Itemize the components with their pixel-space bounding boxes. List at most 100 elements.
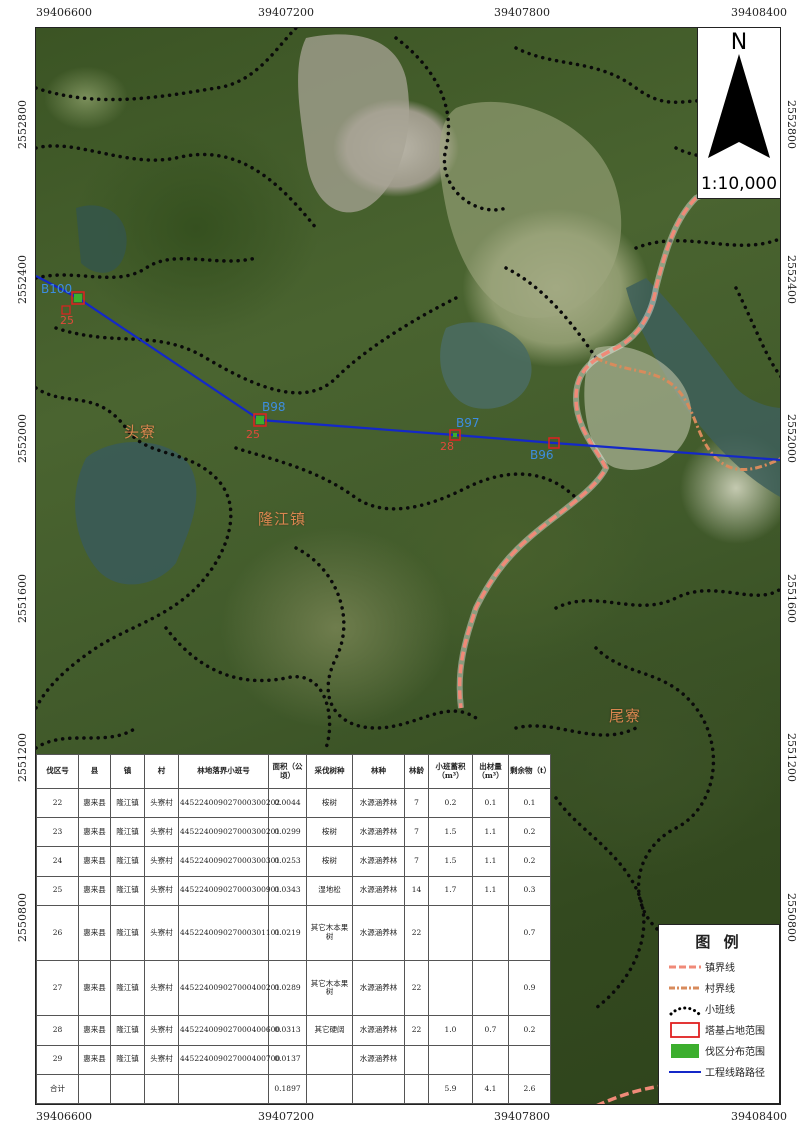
coord-right-2: 2552400 (785, 255, 798, 304)
town-boundary-line-icon (669, 965, 701, 968)
tower-num-b97: 28 (440, 440, 454, 453)
map-frame[interactable]: B100 25 B98 25 B97 28 B96 头寮 隆江镇 尾寮 N 1:… (35, 27, 781, 1105)
place-longjiang: 隆江镇 (258, 510, 307, 528)
table-cell: 0.2 (428, 787, 473, 819)
table-cell: 7 (404, 787, 429, 819)
table-cell: 0.0343 (268, 875, 307, 906)
table-cell: 头寮村 (144, 1044, 179, 1075)
table-cell: 头寮村 (144, 846, 179, 877)
reservoir-left (75, 441, 197, 585)
table-cell: 惠来县 (78, 875, 111, 906)
table-cell: 水源涵养林 (352, 960, 405, 1017)
coord-left-4: 2551600 (16, 574, 29, 623)
coord-bottom-1: 39406600 (36, 1110, 92, 1123)
table-cell: 水源涵养林 (352, 846, 405, 877)
table-cell: 隆江镇 (110, 875, 145, 906)
legend-item-subcompartment: 小班线 (659, 998, 779, 1019)
table-cell: 水源涵养林 (352, 875, 405, 906)
table-cell: 隆江镇 (110, 1044, 145, 1075)
coord-right-4: 2551600 (785, 574, 798, 623)
table-cell: 7 (404, 817, 429, 848)
table-cell: 22 (404, 1015, 429, 1046)
table-cell: 445224009027000300301 (178, 846, 280, 877)
village-boundary-line-icon (669, 986, 701, 989)
coord-left-3: 2552000 (16, 414, 29, 463)
table-cell: 445224009027000300201 (178, 817, 280, 848)
table-cell: 445224009027000300901 (178, 875, 280, 906)
table-cell (508, 1044, 551, 1075)
table-cell: 0.0289 (268, 960, 307, 1017)
table-cell (352, 1073, 405, 1104)
table-cell: 惠来县 (78, 1015, 111, 1046)
table-cell: 头寮村 (144, 787, 179, 819)
table-cell: 惠来县 (78, 960, 111, 1017)
table-cell: 0.7 (472, 1015, 509, 1046)
tower-b100 (61, 291, 85, 315)
tower-label-b98: B98 (262, 400, 286, 414)
table-cell: 桉树 (306, 846, 353, 877)
table-cell: 0.2 (508, 1015, 551, 1046)
farmland-right (584, 346, 692, 470)
subcompartment-dotted-line-icon (669, 1006, 701, 1015)
table-cell: 2.6 (508, 1073, 551, 1104)
town-boundary (456, 165, 780, 709)
coord-top-3: 39407800 (494, 6, 550, 19)
table-header-cell: 出材量（m³） (472, 754, 509, 789)
pond-center (440, 322, 532, 409)
coord-bottom-2: 39407200 (258, 1110, 314, 1123)
coord-bottom-3: 39407800 (494, 1110, 550, 1123)
legend-label-subcompartment: 小班线 (705, 1005, 735, 1016)
table-cell: 惠来县 (78, 787, 111, 819)
table-cell (178, 1073, 269, 1104)
table-cell: 隆江镇 (110, 817, 145, 848)
table-header-cell: 伐区号 (36, 754, 79, 789)
table-cell: 0.1 (472, 787, 509, 819)
legend-label-village: 村界线 (705, 984, 735, 995)
table-cell (306, 1073, 353, 1104)
coord-left-2: 2552400 (16, 255, 29, 304)
table-cell: 水源涵养林 (352, 904, 405, 962)
table-cell (110, 1073, 145, 1104)
table-cell: 1.5 (428, 846, 473, 877)
table-cell: 0.0219 (268, 904, 307, 962)
table-cell: 0.2 (508, 817, 551, 848)
table-cell (404, 1044, 429, 1075)
place-weiliao: 尾寮 (609, 707, 642, 725)
pond-upper-left (76, 205, 127, 273)
table-header-cell: 采伐树种 (306, 754, 353, 789)
legend-panel: 图 例 镇界线 村界线 小班线 塔基占地范围 伐区分布范围 工程线路路径 (658, 924, 780, 1104)
table-cell: 1.1 (472, 846, 509, 877)
legend-item-tower: 塔基占地范围 (659, 1019, 779, 1040)
north-arrow-panel: N 1:10,000 (697, 28, 780, 199)
table-cell: 0.3 (508, 875, 551, 906)
table-cell: 头寮村 (144, 817, 179, 848)
table-cell: 隆江镇 (110, 904, 145, 962)
table-cell (428, 1044, 473, 1075)
table-cell: 头寮村 (144, 904, 179, 962)
table-header-cell: 小班蓄积（m³） (428, 754, 473, 789)
legend-label-route: 工程线路路径 (705, 1068, 765, 1079)
table-cell: 头寮村 (144, 960, 179, 1017)
table-cell: 0.7 (508, 904, 551, 962)
table-cell: 445224009027000400201 (178, 960, 280, 1017)
legend-item-cutting: 伐区分布范围 (659, 1040, 779, 1061)
tower-footprint-box-icon (670, 1021, 700, 1038)
table-cell: 25 (36, 875, 79, 906)
table-cell: 其它硬阔 (306, 1015, 353, 1046)
table-cell: 惠来县 (78, 904, 111, 962)
table-cell: 隆江镇 (110, 846, 145, 877)
table-cell (472, 1044, 509, 1075)
table-cell: 1.0 (428, 1015, 473, 1046)
table-cell: 水源涵养林 (352, 817, 405, 848)
table-cell: 0.0044 (268, 787, 307, 819)
river-right (626, 278, 780, 497)
table-cell: 隆江镇 (110, 960, 145, 1017)
table-cell (144, 1073, 179, 1104)
